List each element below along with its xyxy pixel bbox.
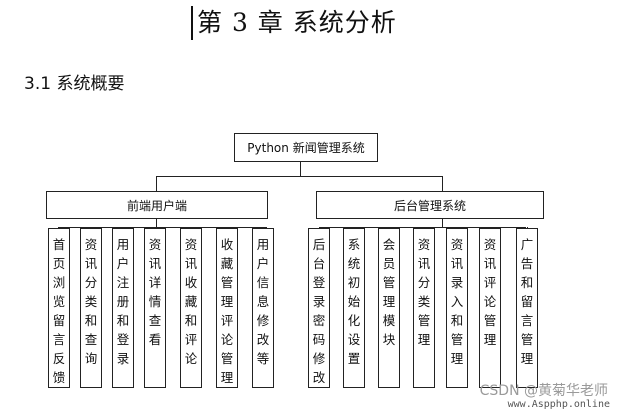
leaf-backend-4: 资讯分类管理 [413,228,435,388]
connector-right-bus [319,227,526,228]
leaf-backend-7: 广告和留言管理 [516,228,538,388]
leaf-frontend-3-label: 用户注册和登录 [116,237,130,366]
leaf-frontend-4-label: 资讯详情查看 [148,237,162,347]
leaf-stub [457,227,458,229]
connector-left-bus [58,227,267,228]
group-node-backend: 后台管理系统 [316,191,544,219]
leaf-frontend-2: 资讯分类和查询 [80,228,102,388]
leaf-stub [227,227,228,229]
root-node: Python 新闻管理系统 [234,133,378,162]
leaf-frontend-7: 用户信息修改等 [252,228,274,388]
leaf-stub [389,227,390,229]
leaf-backend-6: 资讯评论管理 [479,228,501,388]
leaf-backend-2: 系统初始化设置 [343,228,365,388]
leaf-stub [123,227,124,229]
leaf-frontend-2-label: 资讯分类和查询 [84,237,98,366]
leaf-frontend-5: 资讯收藏和评论 [180,228,202,388]
group-node-frontend-label: 前端用户端 [126,198,187,213]
leaf-stub [59,227,60,229]
leaf-backend-2-label: 系统初始化设置 [347,237,361,366]
leaf-frontend-1-label: 首页浏览留言反馈 [52,237,66,385]
section-title: 3.1 系统概要 [24,74,125,94]
leaf-backend-7-label: 广告和留言管理 [520,237,534,366]
connector-top-horizontal [156,176,443,177]
leaf-backend-3-label: 会员管理模块 [382,237,396,347]
leaf-frontend-1: 首页浏览留言反馈 [48,228,70,388]
site-watermark: www.Aspphp.online [507,399,610,410]
chapter-title: 第 3 章 系统分析 [191,6,397,40]
connector-right-group-up [442,176,443,191]
leaf-frontend-4: 资讯详情查看 [144,228,166,388]
leaf-backend-6-label: 资讯评论管理 [483,237,497,347]
leaf-stub [354,227,355,229]
csdn-watermark: CSDN @黄菊华老师 [479,383,608,399]
leaf-stub [319,227,320,229]
connector-right-group-down [442,218,443,228]
leaf-backend-5-label: 资讯录入和管理 [450,237,464,366]
leaf-backend-1: 后台登录密码修改 [308,228,330,388]
leaf-backend-5: 资讯录入和管理 [446,228,468,388]
leaf-stub [155,227,156,229]
leaf-frontend-3: 用户注册和登录 [112,228,134,388]
connector-root-down [300,161,301,176]
leaf-frontend-5-label: 资讯收藏和评论 [184,237,198,366]
leaf-backend-4-label: 资讯分类管理 [417,237,431,347]
leaf-stub [490,227,491,229]
leaf-backend-3: 会员管理模块 [378,228,400,388]
leaf-stub [424,227,425,229]
connector-left-group-down [156,218,157,228]
leaf-frontend-7-label: 用户信息修改等 [256,237,270,366]
group-node-backend-label: 后台管理系统 [393,198,466,213]
group-node-frontend: 前端用户端 [46,191,268,219]
leaf-stub [527,227,528,229]
leaf-backend-1-label: 后台登录密码修改 [312,237,326,385]
leaf-frontend-6: 收藏管理评论管理 [216,228,238,388]
connector-left-group-up [156,176,157,191]
leaf-frontend-6-label: 收藏管理评论管理 [220,237,234,385]
root-node-label: Python 新闻管理系统 [247,141,365,155]
leaf-stub [263,227,264,229]
leaf-stub [191,227,192,229]
leaf-stub [91,227,92,229]
